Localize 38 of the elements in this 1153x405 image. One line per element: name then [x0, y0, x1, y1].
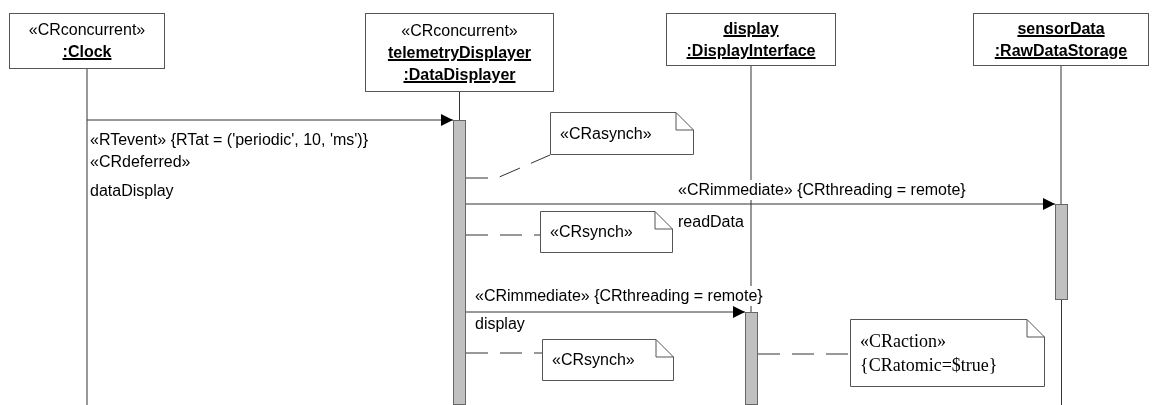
message-arrow — [465, 198, 1056, 210]
object-box — [666, 13, 836, 66]
lifeline — [459, 91, 460, 121]
note — [542, 339, 674, 381]
note-connector — [465, 234, 541, 236]
stereotype-text: «CRconcurrent» — [28, 20, 146, 40]
message-arrow — [86, 114, 454, 126]
message-label: display — [475, 314, 525, 334]
activation-bar — [453, 120, 466, 405]
lifeline — [1061, 299, 1062, 405]
note-connector — [757, 353, 851, 355]
message-arrow — [465, 306, 746, 318]
object-name: display :DisplayInterface — [685, 18, 817, 61]
object-name: telemetryDisplayer :DataDisplayer — [386, 42, 533, 85]
note-connector — [465, 352, 543, 354]
message-label: «RTevent» {RTat = ('periodic', 10, 'ms')} — [90, 130, 368, 150]
activation-bar — [1055, 204, 1068, 300]
message-text: «CRimmediate» {CRthreading = remote} — [475, 286, 763, 306]
note-text: {CRatomic=$true} — [860, 354, 999, 377]
note-connector — [465, 154, 551, 179]
stereotype-text: «CRconcurrent» — [401, 20, 518, 41]
message-text: dataDisplay — [90, 181, 174, 201]
note-text: «CRasynch» — [560, 123, 653, 144]
note — [550, 112, 694, 155]
lifeline — [1060, 65, 1062, 205]
activation-bar — [745, 312, 758, 405]
note-text: «CRsynch» — [552, 350, 636, 370]
note — [540, 211, 673, 253]
object-box — [973, 13, 1149, 66]
object-name: :Clock — [62, 42, 112, 62]
object-box — [9, 13, 165, 69]
object-name: sensorData :RawDataStorage — [993, 18, 1129, 61]
note — [850, 319, 1045, 387]
message-text: «CRimmediate» {CRthreading = remote} — [678, 180, 966, 200]
object-box — [365, 13, 554, 92]
lifeline — [86, 68, 88, 405]
note-text: «CRsynch» — [550, 222, 634, 242]
note-text: «CRaction» — [860, 330, 947, 353]
